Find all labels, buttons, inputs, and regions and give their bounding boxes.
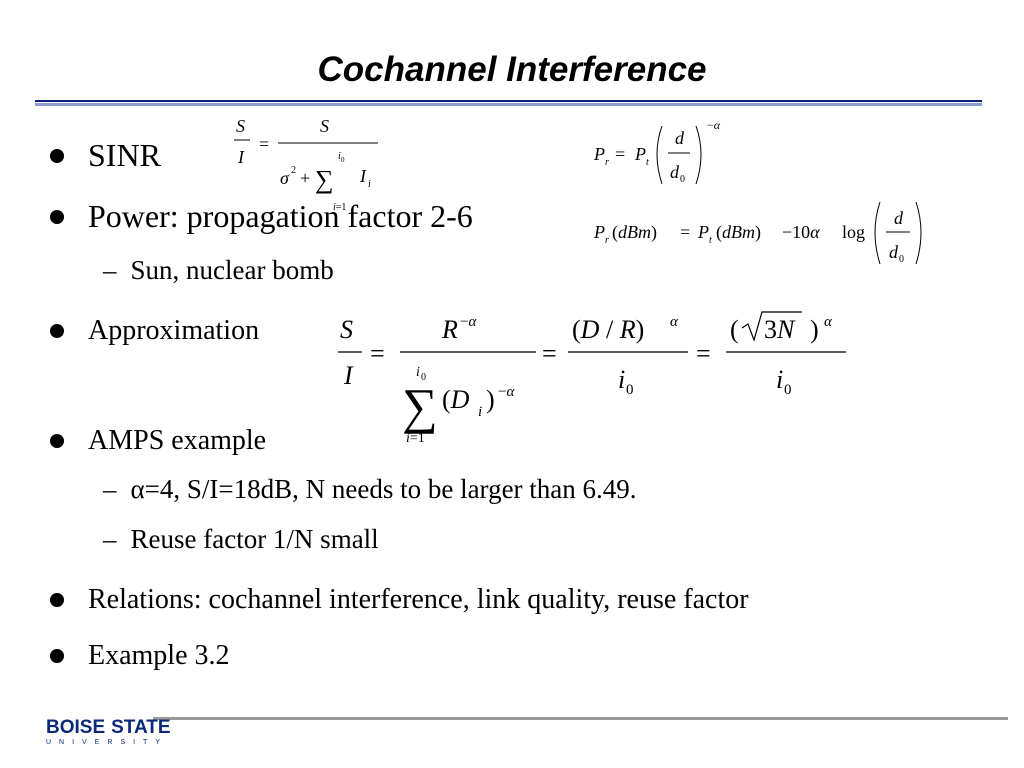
svg-text:=: = [542,339,557,368]
sub-bullet-text: α=4, S/I=18dB, N needs to be larger than… [130,474,637,504]
svg-text:): ) [486,385,495,414]
svg-text:=: = [680,222,690,242]
svg-text:0: 0 [626,382,634,398]
bullet-text: Relations: cochannel interference, link … [88,584,749,615]
svg-text:2: 2 [291,165,296,176]
power-equation: P r = P t d d 0 −α [593,118,721,185]
svg-text:(dBm): (dBm) [612,222,657,243]
title-rule [35,100,982,108]
svg-text:∑: ∑ [402,378,438,434]
svg-text:log: log [842,222,865,242]
footer-rule [153,717,1008,720]
svg-text:r: r [605,235,609,246]
svg-text:t: t [709,235,712,246]
sub-bullet-power: – Sun, nuclear bomb [103,255,334,286]
boise-state-logo: BOISE STATE UNIVERSITY [46,717,171,752]
svg-text:−α: −α [707,118,721,132]
sub-bullet-amps-1: – α=4, S/I=18dB, N needs to be larger th… [103,474,637,505]
bullet-dot [50,209,64,224]
bullet-text: Power: propagation factor 2-6 [88,198,473,234]
svg-text:−α: −α [460,314,477,330]
svg-text:R: R [441,315,458,344]
svg-text:d: d [675,128,685,148]
logo-text-left: BOISE [46,717,106,738]
svg-text:i: i [776,365,783,394]
bullet-text: Approximation [88,315,260,346]
sub-bullet-amps-2: – Reuse factor 1/N small [103,524,379,555]
svg-text:−α: −α [498,384,515,400]
svg-text:d: d [670,162,680,182]
svg-text:S: S [236,116,245,136]
slide-title: Cochannel Interference [317,50,707,89]
svg-text:P: P [634,144,646,164]
svg-text:i=1: i=1 [333,202,346,213]
sub-bullet-text: Sun, nuclear bomb [130,255,334,285]
logo-text-right: STATE [111,717,171,738]
bullet-dot [50,649,64,663]
svg-text:t: t [646,157,649,168]
svg-text:=: = [259,134,269,154]
svg-text:∑: ∑ [315,165,334,194]
svg-text:I: I [359,166,367,186]
svg-text:I: I [343,361,354,390]
svg-text:α: α [824,314,833,330]
svg-text:i: i [368,179,371,190]
svg-text:+: + [300,168,310,188]
svg-text:0: 0 [784,382,792,398]
bullet-dot [50,593,64,607]
svg-text:(dBm): (dBm) [716,222,761,243]
svg-text:−10α: −10α [782,222,820,242]
svg-text:(: ( [730,315,739,344]
bullet-sinr: SINR [50,137,161,174]
svg-text:P: P [593,144,605,164]
svg-text:3N: 3N [764,315,796,344]
bullet-power: Power: propagation factor 2-6 [50,198,473,235]
svg-text:(D / R): (D / R) [572,315,644,344]
svg-text:S: S [320,116,329,136]
svg-text:=: = [615,144,625,164]
bullet-dot [50,434,64,448]
svg-text:0: 0 [680,174,685,185]
svg-text:=: = [696,339,711,368]
svg-text:P: P [593,222,605,242]
svg-text:i: i [338,151,341,162]
power-dbm-equation: P r (dBm) = P t (dBm) −10α log d d 0 [593,201,922,265]
svg-text:d: d [889,242,899,262]
svg-text:i: i [416,365,420,380]
svg-text:I: I [237,147,245,167]
svg-text:α: α [670,314,679,330]
bullet-dot [50,148,64,163]
bullet-text: Example 3.2 [88,640,230,671]
svg-text:(D: (D [442,385,470,414]
svg-text:=: = [370,339,385,368]
svg-text:σ: σ [280,168,290,188]
dash-marker: – [103,474,117,504]
svg-text:r: r [605,157,609,168]
svg-text:i: i [478,404,482,420]
svg-text:): ) [810,315,819,344]
bullet-text: AMPS example [88,425,267,456]
svg-text:P: P [697,222,709,242]
sub-bullet-text: Reuse factor 1/N small [130,524,379,554]
bullet-dot [50,324,64,338]
svg-text:S: S [340,315,353,344]
bullet-relations: Relations: cochannel interference, link … [50,584,749,616]
bullet-example: Example 3.2 [50,640,230,672]
svg-text:d: d [894,208,904,228]
dash-marker: – [103,255,117,285]
svg-text:0: 0 [421,372,426,383]
bullet-text: SINR [88,137,161,173]
sinr-equation: S I = S σ 2 + ∑ i 0 i=1 I i [234,116,378,213]
bullet-amps: AMPS example [50,425,266,457]
approximation-equation: S I = R −α ∑ i 0 i=1 (D i ) −α = (D / R)… [338,311,846,446]
svg-text:i=1: i=1 [406,431,425,446]
svg-text:i: i [618,365,625,394]
svg-text:0: 0 [341,156,345,164]
bullet-approximation: Approximation [50,315,259,347]
logo-text-bottom: UNIVERSITY [46,739,169,746]
dash-marker: – [103,524,117,554]
svg-text:0: 0 [899,254,904,265]
